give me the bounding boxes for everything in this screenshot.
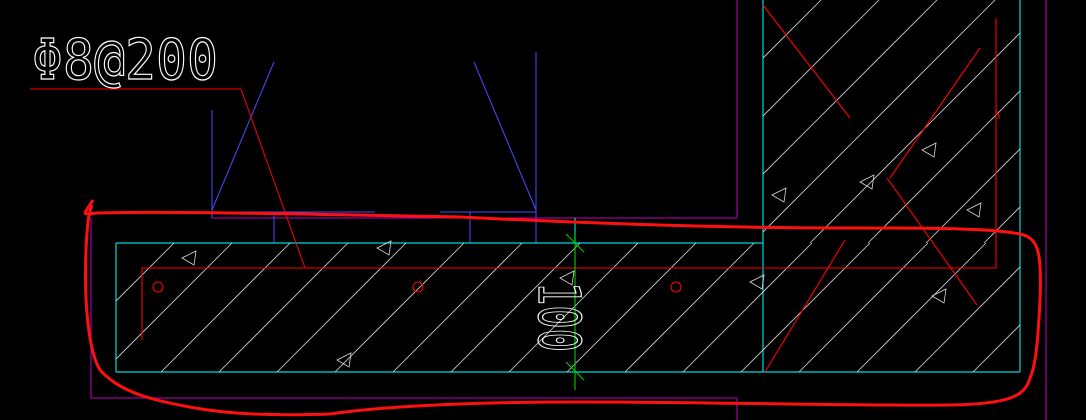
hatch-line — [624, 243, 755, 372]
rebar-dot-1 — [152, 281, 164, 293]
hatch-line — [450, 243, 581, 372]
concrete-aggregate-marks — [181, 142, 982, 368]
aggregate-triangle — [181, 250, 197, 266]
hatch-line — [867, 90, 1020, 243]
aggregate-triangle — [771, 187, 787, 203]
aggregate-triangle — [921, 142, 937, 158]
aggregate-triangle — [749, 274, 765, 290]
aggregate-triangle — [966, 202, 982, 218]
label-leader — [30, 88, 306, 269]
hatch-line — [116, 243, 117, 244]
dimension-text: 100 — [525, 282, 593, 352]
hatch-line — [763, 0, 938, 175]
wall-hatch — [763, 0, 1020, 243]
hatch-line — [809, 32, 1020, 243]
rebar — [141, 4, 1001, 373]
hatch-line — [740, 243, 871, 372]
hatch-line — [856, 243, 987, 372]
rebar-dot-3 — [670, 281, 682, 293]
hatch-line — [763, 0, 764, 1]
hatch-line — [392, 243, 523, 372]
hatch-line — [983, 206, 1020, 243]
dimension-line — [565, 232, 585, 390]
hatch-line — [972, 324, 1020, 372]
hatch-line — [925, 148, 1020, 243]
aggregate-triangle — [859, 174, 875, 190]
hatch-line — [763, 0, 880, 117]
rebar-spec-label: Φ8@200 — [32, 28, 218, 93]
hatch-line — [798, 243, 929, 372]
hatch-line — [218, 243, 349, 372]
hatch-line — [763, 0, 996, 233]
hatch-line — [914, 266, 1020, 372]
concrete-outline — [115, 0, 1021, 373]
hatch-line — [334, 243, 465, 372]
hatch-line — [116, 243, 233, 360]
hatch-line — [508, 243, 639, 372]
slab-hatch — [116, 243, 1020, 372]
aggregate-triangle — [376, 240, 392, 256]
rebar-dot-2 — [412, 281, 424, 293]
wall-outline — [90, 0, 1047, 420]
hatch-line — [276, 243, 407, 372]
hatch-line — [763, 0, 822, 59]
aggregate-triangle — [336, 352, 352, 368]
hatch-line — [682, 243, 813, 372]
hatch-line — [566, 243, 697, 372]
hatch-line — [116, 243, 175, 302]
hatch-line — [160, 243, 291, 372]
aggregate-triangle — [931, 288, 947, 304]
markup-outline — [83, 199, 1042, 417]
aggregate-triangle — [559, 270, 575, 286]
